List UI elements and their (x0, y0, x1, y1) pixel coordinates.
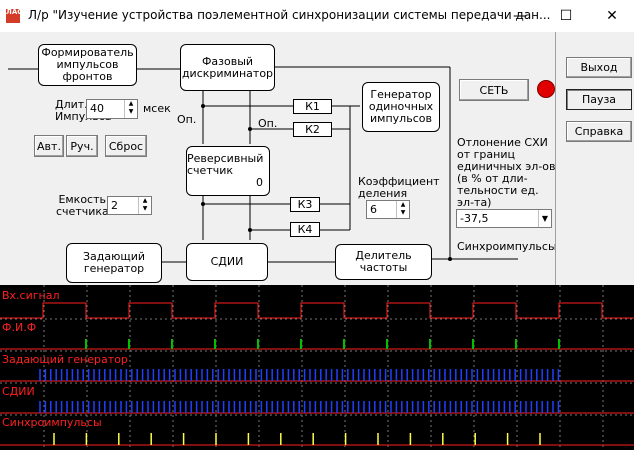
division-coefficient-label: Коэффициент деления (358, 175, 440, 200)
close-button[interactable]: ✕ (606, 8, 618, 24)
trace-label-sdii: СДИИ (2, 385, 35, 398)
frequency-divider-label: Делитель частоты (355, 249, 412, 274)
title-bar (0, 0, 634, 32)
switch-k3[interactable]: К3 (290, 197, 320, 212)
chevron-down-icon[interactable]: ▼ (538, 210, 551, 227)
counter-capacity-value: 2 (111, 199, 118, 212)
counter-capacity-label: Емкость счетчика (56, 193, 109, 218)
sync-output-label: Синхроимпульсы (457, 240, 557, 253)
trace-label-input: Вх.сигнал (2, 289, 60, 302)
panel-divider (555, 32, 556, 285)
single-pulse-generator-label: Генератор одиночных импульсов (368, 88, 434, 125)
phase-discriminator-block: Фазовый дискриминатор (180, 44, 275, 91)
power-button[interactable]: СЕТЬ (459, 79, 529, 101)
reset-button[interactable]: Сброс (105, 135, 147, 157)
manual-button[interactable]: Руч. (66, 135, 98, 157)
edge-former-label: Формирователь импульсов фронтов (41, 46, 134, 83)
pulse-length-value: 40 (90, 102, 104, 115)
minimize-button[interactable]: — (513, 8, 527, 24)
pulse-length-label: Длит. Импульса (55, 98, 112, 123)
diagram-wires (8, 66, 518, 263)
deviation-select[interactable]: -37,5 ▼ (456, 209, 552, 228)
spinner-arrows-icon[interactable]: ▲▼ (138, 197, 151, 214)
help-button[interactable]: Справка (566, 121, 632, 142)
trace-label-sync: Синхроимпульсы (2, 416, 102, 429)
trace-label-master-generator: Задающий генератор (2, 353, 128, 366)
master-generator-block: Задающий генератор (66, 243, 162, 283)
deviation-label: Отлонение СХИ от границ единичных эл-ов … (457, 136, 556, 209)
reverse-counter-label: Реверсивный счетчик (187, 152, 264, 177)
edge-former-block: Формирователь импульсов фронтов (38, 44, 137, 86)
division-coefficient-value: 6 (370, 203, 377, 216)
master-generator-label: Задающий генератор (82, 250, 146, 275)
pause-button[interactable]: Пауза (566, 89, 632, 110)
trace-input-signal (0, 302, 634, 319)
switch-k4[interactable]: К4 (290, 222, 320, 237)
sdii-block: СДИИ (186, 243, 268, 281)
maximize-button[interactable]: ☐ (559, 8, 573, 24)
counter-value: 0 (256, 176, 263, 189)
power-indicator (537, 80, 555, 98)
window-title: Л/р "Изучение устройства поэлементной си… (28, 8, 551, 22)
trace-label-fif: Ф.И.Ф (2, 321, 37, 334)
deviation-value: -37,5 (460, 212, 489, 225)
division-coefficient-spinner[interactable]: 6 ▲▼ (366, 200, 410, 219)
single-pulse-generator-block: Генератор одиночных импульсов (362, 82, 440, 132)
app-icon: ЛАС (6, 9, 22, 23)
frequency-divider-block: Делитель частоты (335, 244, 432, 280)
switch-k2[interactable]: К2 (293, 122, 332, 137)
oscilloscope-traces (0, 285, 634, 450)
switch-k1[interactable]: К1 (293, 99, 332, 114)
spinner-arrows-icon[interactable]: ▲▼ (396, 201, 409, 218)
auto-button[interactable]: Авт. (34, 135, 64, 157)
counter-capacity-spinner[interactable]: 2 ▲▼ (107, 196, 152, 215)
oscilloscope-panel (0, 285, 634, 450)
reverse-counter-block: Реверсивный счетчик 0 (186, 146, 270, 196)
sdii-label: СДИИ (210, 255, 244, 268)
op-label-2: Оп. (258, 117, 278, 130)
pulse-length-unit: мсек (143, 102, 171, 115)
spinner-arrows-icon[interactable]: ▲▼ (124, 100, 137, 118)
exit-button[interactable]: Выход (566, 57, 632, 78)
op-label-1: Оп. (177, 113, 197, 126)
phase-discriminator-label: Фазовый дискриминатор (181, 54, 274, 80)
pulse-length-spinner[interactable]: 40 ▲▼ (86, 99, 138, 119)
